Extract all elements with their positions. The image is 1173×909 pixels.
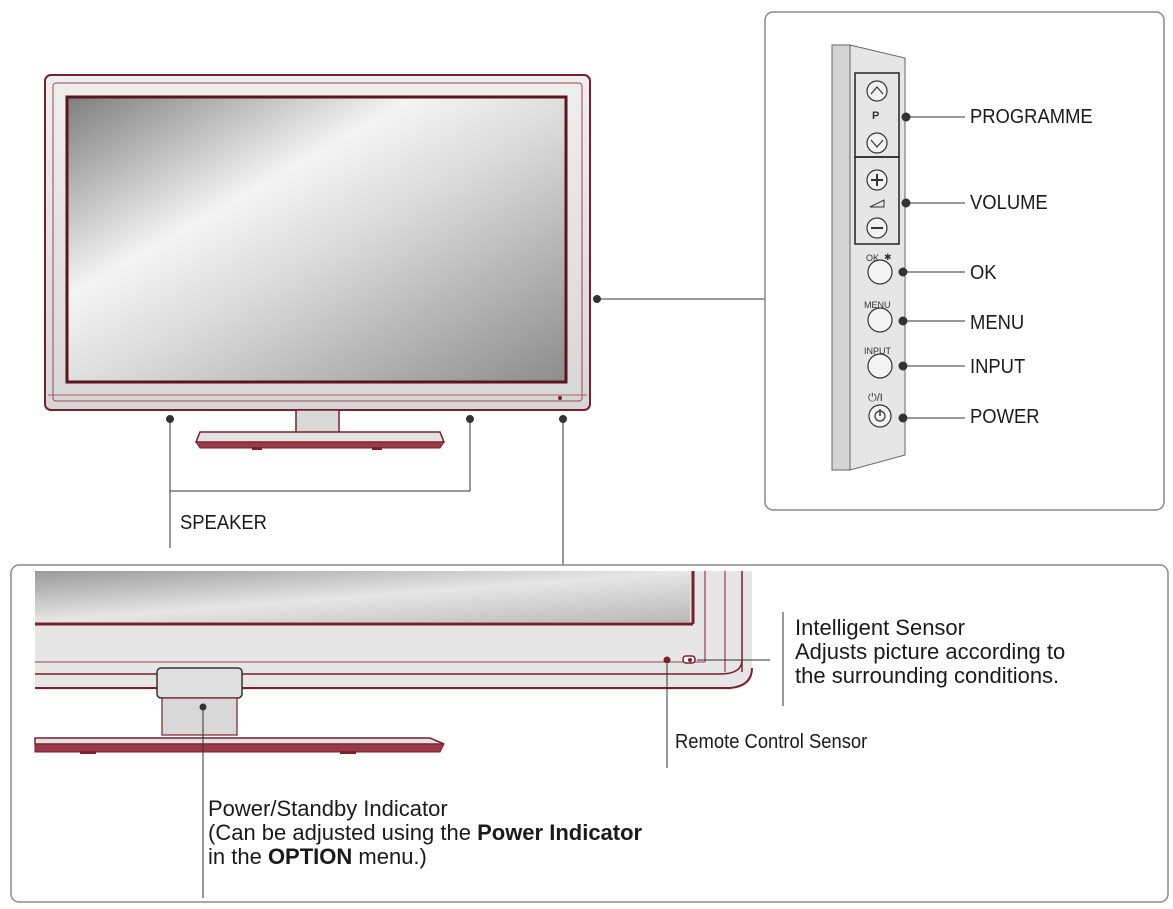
p-label: P	[872, 110, 880, 122]
remote-sensor-label: Remote Control Sensor	[675, 731, 868, 753]
zoom-leaders	[202, 612, 784, 898]
power-indicator-line1: (Can be adjusted using the Power Indicat…	[208, 822, 642, 844]
ok-star-icon: ✱	[884, 252, 892, 262]
speaker-leaders	[166, 415, 474, 548]
ok-small-label: OK	[866, 253, 880, 263]
round-buttons	[867, 259, 893, 428]
sensor-leader	[559, 415, 567, 565]
power-indicator-bold: Power Indicator	[477, 820, 643, 845]
power-indicator-line2-pre: in the	[208, 844, 268, 869]
label-menu: MENU	[970, 312, 1025, 334]
programme-buttons	[866, 80, 888, 154]
label-speaker: SPEAKER	[180, 512, 267, 534]
intelligent-sensor-line2: the surrounding conditions.	[795, 663, 1060, 688]
power-small-label: ⏻/I	[868, 392, 883, 404]
label-power: POWER	[970, 406, 1040, 428]
input-small-label: INPUT	[864, 346, 891, 356]
zoom-tv-detail	[34, 571, 753, 754]
label-input: INPUT	[970, 356, 1026, 378]
menu-small-label: MENU	[864, 300, 891, 310]
label-ok: OK	[970, 262, 997, 284]
intelligent-sensor-title: Intelligent Sensor	[795, 615, 965, 640]
side-leader	[593, 295, 765, 303]
power-indicator-line2-post: menu.)	[352, 844, 427, 869]
power-indicator-line2: in the OPTION menu.)	[208, 846, 427, 868]
power-indicator-title: Power/Standby Indicator	[208, 796, 448, 821]
label-volume: VOLUME	[970, 192, 1048, 214]
tv-front	[44, 74, 591, 411]
option-bold: OPTION	[267, 844, 353, 869]
label-programme: PROGRAMME	[970, 106, 1093, 128]
intelligent-sensor-line1: Adjusts picture according to	[795, 639, 1066, 664]
side-panel-box	[764, 11, 1165, 511]
tv-stand	[194, 409, 446, 450]
power-indicator-line1-text: (Can be adjusted using the	[208, 820, 478, 845]
volume-buttons	[866, 169, 888, 239]
panel-callout-leaders	[898, 112, 965, 423]
